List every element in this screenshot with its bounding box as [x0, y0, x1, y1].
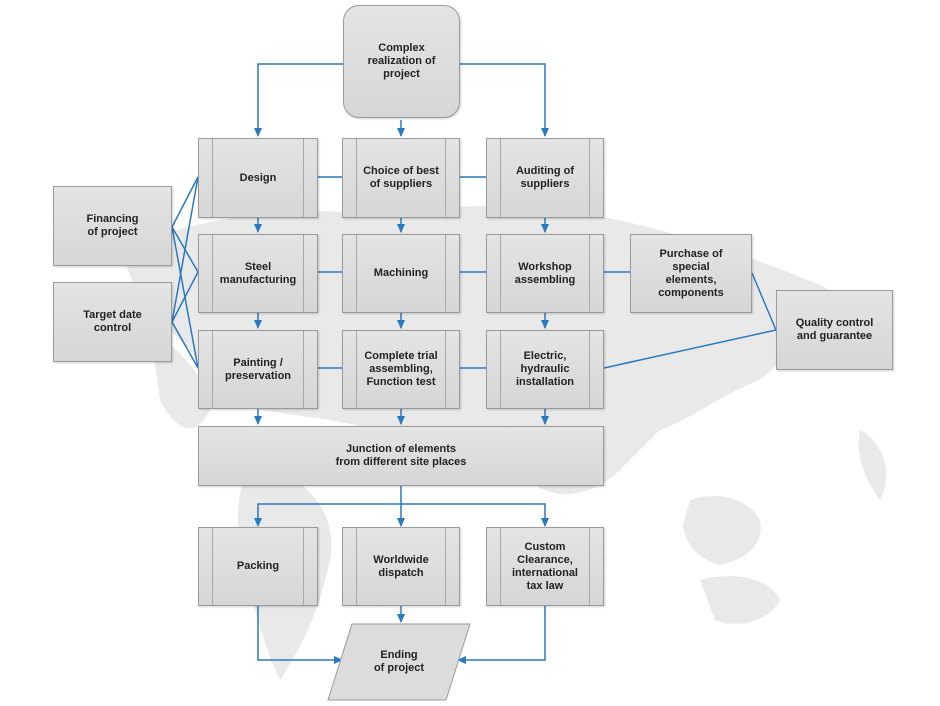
target-date-node: Target date control — [53, 282, 172, 362]
design-node: Design — [198, 138, 318, 218]
connector-lines — [171, 63, 777, 664]
link-electric-quality — [603, 329, 777, 369]
steel-manufacturing-node: Steel manufacturing — [198, 234, 318, 313]
arrow-custom-to-ending — [457, 606, 546, 664]
link-target-design — [171, 176, 199, 323]
ending-shape — [327, 623, 471, 701]
financing-node: Financing of project — [53, 186, 172, 266]
link-target-steel — [171, 271, 199, 323]
purchase-node: Purchase of special elements, components — [630, 234, 752, 313]
trial-assembling-node: Complete trial assembling, Function test — [342, 330, 460, 409]
arrow-junction-to-custom — [401, 503, 549, 527]
arrow-start-to-design — [254, 63, 346, 137]
custom-clearance-node: Custom Clearance, international tax law — [486, 527, 604, 606]
packing-node: Packing — [198, 527, 318, 606]
arrow-junction-to-packing — [254, 503, 401, 527]
auditing-of-suppliers-node: Auditing of suppliers — [486, 138, 604, 218]
quality-control-node: Quality control and guarantee — [776, 290, 893, 370]
arrow-packing-to-ending — [257, 606, 343, 664]
complex-realization-node: Complex realization of project — [343, 5, 460, 118]
arrow-start-to-auditing — [459, 63, 549, 137]
link-purchase-quality — [751, 272, 777, 331]
painting-node: Painting / preservation — [198, 330, 318, 409]
worldwide-dispatch-node: Worldwide dispatch — [342, 527, 460, 606]
electric-installation-node: Electric, hydraulic installation — [486, 330, 604, 409]
workshop-assembling-node: Workshop assembling — [486, 234, 604, 313]
machining-node: Machining — [342, 234, 460, 313]
junction-node: Junction of elements from different site… — [198, 426, 604, 486]
link-financing-design — [171, 176, 199, 228]
choice-of-suppliers-node: Choice of best of suppliers — [342, 138, 460, 218]
link-target-painting — [171, 321, 199, 369]
ending-node-label: Ending of project — [373, 649, 425, 674]
